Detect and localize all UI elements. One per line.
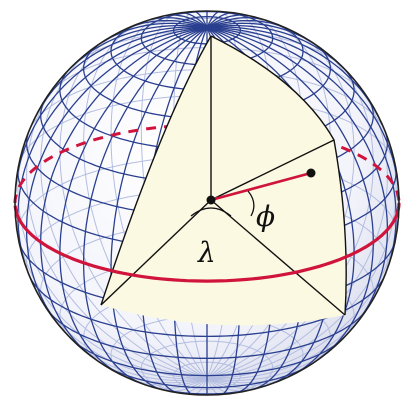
phi-symbol: ϕ (256, 200, 275, 233)
center-point (207, 196, 216, 205)
surface-point (307, 169, 316, 178)
lambda-symbol: λ (197, 236, 216, 269)
